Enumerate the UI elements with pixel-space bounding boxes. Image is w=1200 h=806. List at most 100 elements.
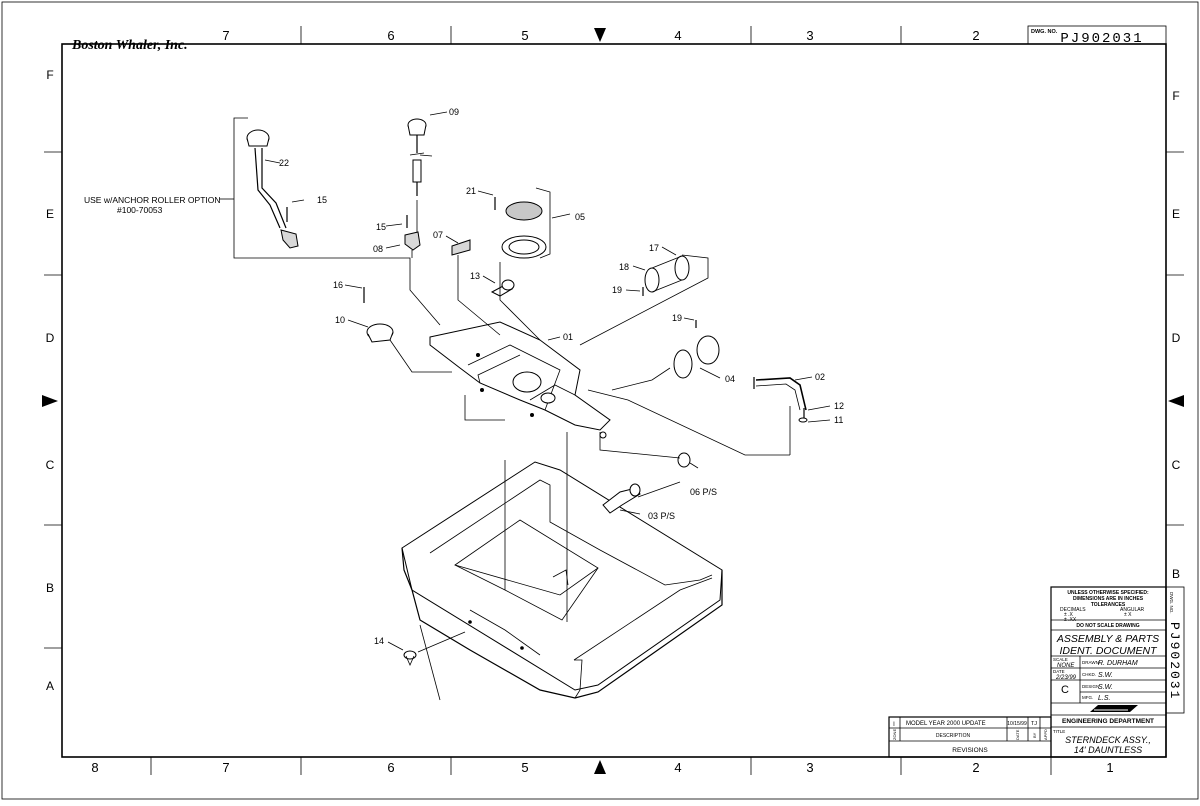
callout-15-center: 15 [376, 222, 386, 232]
tb-spec-1: UNLESS OTHERWISE SPECIFIED: [1067, 590, 1149, 596]
rev-zone-label: ZONE [892, 729, 897, 740]
inspection-port [501, 201, 547, 259]
left-row-f: F [46, 68, 53, 82]
dwg-no-box [1027, 25, 1167, 45]
tb-date-value: 2/23/99 [1055, 675, 1077, 681]
rev-heading: REVISIONS [952, 747, 988, 754]
callout-02: 02 [815, 372, 825, 382]
tb-mfg-label: MFG. [1082, 695, 1093, 700]
tb-scale-label: SCALE [1053, 657, 1068, 662]
bottom-zone-1: 1 [1106, 760, 1113, 775]
tb-dec-2: ± .XX [1064, 617, 1077, 623]
tb-side-dwg-no: PJ902031 [1167, 622, 1182, 700]
tb-drawn-label: DRAWN [1082, 660, 1099, 665]
callout-19-lower: 19 [672, 313, 682, 323]
center-arrow-right-icon [1168, 395, 1184, 407]
right-row-f: F [1172, 89, 1179, 103]
callout-15-left: 15 [317, 195, 327, 205]
rev-row-letter: I [893, 722, 895, 728]
callout-07: 07 [433, 230, 443, 240]
callout-04: 04 [725, 374, 735, 384]
callout-11: 11 [834, 415, 843, 425]
left-row-c: C [46, 458, 55, 472]
tb-spec-2: DIMENSIONS ARE IN INCHES [1073, 596, 1144, 602]
tb-dec-1: ± .X [1064, 612, 1074, 618]
top-zone-3: 3 [806, 28, 813, 43]
hull-liner [401, 432, 723, 701]
company-name: Boston Whaler, Inc. [71, 38, 188, 53]
rev-appd-label: APPD [1043, 729, 1048, 740]
bottom-zone-8: 8 [91, 760, 98, 775]
tb-chkd-label: CHKD. [1082, 672, 1096, 677]
rod-holder-base [366, 323, 394, 343]
label-plate [451, 239, 471, 256]
title-block [1050, 586, 1185, 758]
rev-by-label: BY [1032, 732, 1037, 738]
callout-05: 05 [575, 212, 585, 222]
callout-13: 13 [470, 271, 480, 281]
rev-row-description: MODEL YEAR 2000 UPDATE [906, 721, 986, 727]
bottom-zone-7: 7 [222, 760, 229, 775]
left-row-e: E [46, 207, 54, 221]
tb-side-dwg-label: DWG. NO. [1169, 592, 1174, 614]
tb-title-line-1: STERNDECK ASSY., [1065, 735, 1151, 745]
center-arrow-bottom-icon [594, 760, 606, 774]
rev-row-date: 10/15/99 [1007, 721, 1027, 727]
callout-06: 06 P/S [690, 487, 717, 497]
callout-08: 08 [373, 244, 383, 254]
anchor-roller-note: USE w/ANCHOR ROLLER OPTION [84, 195, 221, 205]
dwg-no-value: PJ902031 [1060, 31, 1143, 47]
bottom-zone-5: 5 [521, 760, 528, 775]
rev-desc-label: DESCRIPTION [936, 733, 971, 739]
top-zone-ticks [300, 26, 902, 44]
leader-lines [219, 111, 831, 653]
bottom-zone-4: 4 [674, 760, 681, 775]
rev-row-by: TJ [1031, 721, 1037, 727]
callout-18: 18 [619, 262, 629, 272]
tb-design-label: DESIGN [1082, 684, 1099, 689]
callout-12: 12 [834, 401, 844, 411]
tb-angular: ANGULAR [1120, 607, 1145, 613]
tb-rev-letter: C [1061, 684, 1069, 696]
top-zone-4: 4 [674, 28, 681, 43]
callout-21: 21 [466, 186, 476, 196]
stern-light-pole [404, 118, 427, 258]
tb-title-line-2: 14' DAUNTLESS [1074, 745, 1142, 755]
deck-plate-ring [673, 335, 720, 379]
left-zone-ticks [44, 151, 62, 649]
tb-design-value: S.W. [1098, 684, 1113, 691]
tb-drawn-value: R. DURHAM [1098, 660, 1138, 667]
center-arrow-top-icon [594, 28, 606, 42]
callout-19-upper: 19 [612, 285, 622, 295]
tb-chkd-value: S.W. [1098, 672, 1113, 679]
tb-no-scale: DO NOT SCALE DRAWING [1076, 623, 1139, 629]
cup-holder [490, 279, 515, 297]
bottom-zone-2: 2 [972, 760, 979, 775]
anchor-light-pole [246, 129, 299, 249]
tb-doc-line-1: ASSEMBLY & PARTS [1056, 633, 1159, 645]
callout-09: 09 [449, 107, 459, 117]
top-zone-7: 7 [222, 28, 229, 43]
left-row-b: B [46, 581, 54, 595]
top-zone-6: 6 [387, 28, 394, 43]
left-row-a: A [46, 679, 54, 693]
bottom-zone-6: 6 [387, 760, 394, 775]
right-row-c: C [1172, 458, 1181, 472]
tb-engineering-dept: ENGINEERING DEPARTMENT [1062, 718, 1154, 725]
sterndeck-bracket [429, 321, 611, 439]
tb-title-label: TITLE [1053, 729, 1065, 734]
left-row-d: D [46, 331, 55, 345]
top-zone-5: 5 [521, 28, 528, 43]
tb-scale-value: NONE [1057, 663, 1075, 669]
tb-decimals: DECIMALS [1060, 607, 1086, 613]
center-arrow-left-icon [42, 395, 58, 407]
boston-whaler-logo-icon [1090, 705, 1138, 712]
callout-17: 17 [649, 243, 659, 253]
rod-holder-flange [644, 255, 690, 293]
callout-22: 22 [279, 158, 289, 168]
top-zone-2: 2 [972, 28, 979, 43]
tb-doc-line-2: IDENT. DOCUMENT [1059, 645, 1158, 657]
right-zone-ticks [1166, 151, 1184, 526]
